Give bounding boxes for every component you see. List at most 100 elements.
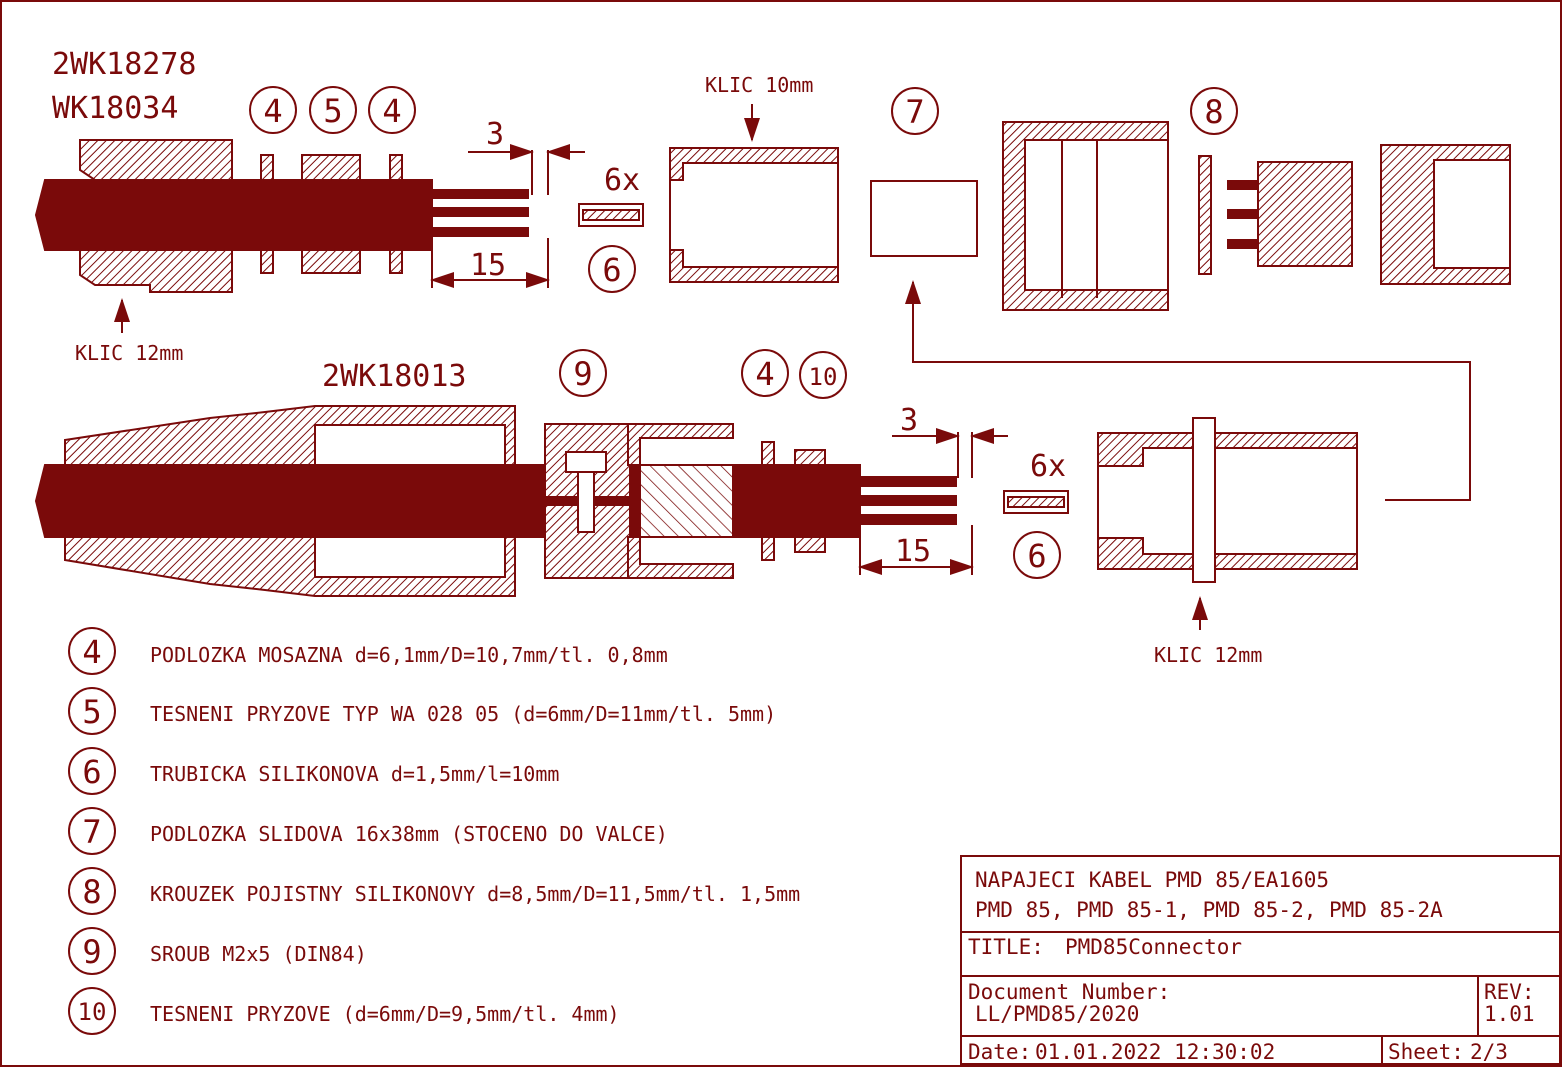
wire-top-3 bbox=[431, 227, 529, 237]
klic-12-top-label: KLIC 12mm bbox=[75, 341, 183, 365]
legend-num: 7 bbox=[82, 813, 101, 851]
klic-12-bottom-label: KLIC 12mm bbox=[1154, 643, 1262, 667]
rev-value: 1.01 bbox=[1484, 1002, 1535, 1026]
wire-top-2 bbox=[431, 207, 529, 217]
wire-bottom-3 bbox=[859, 514, 957, 525]
balloon-4-top-a-label: 4 bbox=[263, 92, 282, 130]
balloon-4-bottom-label: 4 bbox=[755, 355, 774, 393]
balloon-7 bbox=[891, 87, 939, 135]
balloon-5-top bbox=[309, 86, 357, 134]
legend-text: KROUZEK POJISTNY SILIKONOVY d=8,5mm/D=11… bbox=[150, 882, 800, 906]
balloon-8-label: 8 bbox=[1204, 93, 1223, 131]
part-number-top-b: WK18034 bbox=[52, 91, 178, 126]
title-block-frame bbox=[960, 855, 1561, 1065]
balloon-6-top-label: 6 bbox=[602, 251, 621, 289]
bulkhead-outline bbox=[1097, 432, 1358, 570]
part-number-top-a: 2WK18278 bbox=[52, 47, 197, 82]
legend-balloon bbox=[68, 927, 116, 975]
sleeve-10-upper bbox=[669, 147, 839, 181]
legend-item: 8 KROUZEK POJISTNY SILIKONOVY d=8,5mm/D=… bbox=[68, 867, 800, 915]
balloon-9-label: 9 bbox=[573, 355, 592, 393]
screw-9-head bbox=[565, 451, 607, 473]
mica-washer-7 bbox=[870, 180, 978, 257]
bulkhead-lower bbox=[1097, 537, 1358, 570]
part-number-bottom: 2WK18013 bbox=[322, 359, 467, 394]
bulkhead-flange bbox=[1192, 417, 1216, 583]
tube-6-top-inner bbox=[582, 209, 640, 221]
balloon-6-top bbox=[588, 245, 636, 293]
wire-top-1 bbox=[431, 189, 529, 199]
cable-bottom bbox=[34, 464, 861, 538]
balloon-4-top-a bbox=[249, 86, 297, 134]
legend-item: 4 PODLOZKA MOSAZNA d=6,1mm/D=10,7mm/tl. … bbox=[68, 627, 668, 675]
docnum-value: LL/PMD85/2020 bbox=[975, 1002, 1139, 1026]
pin-3 bbox=[1227, 239, 1259, 249]
balloon-4-top-b-label: 4 bbox=[382, 92, 401, 130]
date-value: 01.01.2022 12:30:02 bbox=[1035, 1040, 1275, 1064]
tube-6-bottom-inner bbox=[1007, 496, 1065, 508]
pin-2 bbox=[1227, 209, 1259, 219]
legend-item: 5 TESNENI PRYZOVE TYP WA 028 05 (d=6mm/D… bbox=[68, 687, 776, 735]
legend-balloon bbox=[68, 807, 116, 855]
docnum-label: Document Number: bbox=[968, 980, 1170, 1004]
sleeve-bottom-core bbox=[639, 464, 734, 538]
dim-15-top-label: 15 bbox=[470, 248, 506, 283]
qty-6x-bottom: 6x bbox=[1030, 449, 1066, 484]
legend: 4 PODLOZKA MOSAZNA d=6,1mm/D=10,7mm/tl. … bbox=[68, 627, 800, 1035]
legend-item: 9 SROUB M2x5 (DIN84) bbox=[68, 927, 367, 975]
legend-text: PODLOZKA MOSAZNA d=6,1mm/D=10,7mm/tl. 0,… bbox=[150, 643, 668, 667]
sheet-label: Sheet: bbox=[1388, 1040, 1464, 1064]
title-label: TITLE: bbox=[968, 935, 1044, 959]
balloon-4-bottom bbox=[741, 349, 789, 397]
end-cap-cavity bbox=[1433, 159, 1511, 269]
cable-through-washers bbox=[260, 179, 403, 251]
pin-1 bbox=[1227, 180, 1259, 190]
title-block: NAPAJECI KABEL PMD 85/EA1605 PMD 85, PMD… bbox=[960, 855, 1561, 1065]
title-value: PMD85Connector bbox=[1065, 935, 1242, 959]
legend-balloon bbox=[68, 627, 116, 675]
rev-label: REV: bbox=[1484, 980, 1535, 1004]
sleeve-10-outline bbox=[669, 147, 839, 283]
wire-bottom-2 bbox=[859, 495, 957, 506]
legend-balloon bbox=[68, 747, 116, 795]
balloon-4-top-b bbox=[368, 86, 416, 134]
dim-3-top-label: 3 bbox=[486, 117, 504, 152]
bulkhead-upper bbox=[1097, 432, 1358, 467]
legend-num: 10 bbox=[78, 998, 107, 1026]
sleeve-bottom-lower bbox=[627, 536, 734, 579]
balloon-10-bottom bbox=[799, 351, 847, 399]
strain-relief-cavity-upper bbox=[314, 424, 506, 466]
qty-6x-top: 6x bbox=[604, 163, 640, 198]
balloon-7-label: 7 bbox=[905, 93, 924, 131]
screw-9-shank bbox=[577, 471, 595, 533]
legend-num: 8 bbox=[82, 873, 101, 911]
balloon-6-bottom-label: 6 bbox=[1027, 537, 1046, 575]
balloon-10-bottom-label: 10 bbox=[809, 363, 838, 391]
legend-num: 9 bbox=[82, 933, 101, 971]
legend-item: 7 PODLOZKA SLIDOVA 16x38mm (STOCENO DO V… bbox=[68, 807, 668, 855]
legend-balloon bbox=[68, 867, 116, 915]
sheet-value: 2/3 bbox=[1470, 1040, 1508, 1064]
balloon-5-top-label: 5 bbox=[323, 92, 342, 130]
pin-insert bbox=[1257, 161, 1353, 267]
cable-through-bottom bbox=[761, 464, 826, 538]
legend-balloon bbox=[68, 987, 116, 1035]
dim-15-bottom-label: 15 bbox=[895, 534, 931, 569]
wire-bottom-1 bbox=[859, 476, 957, 487]
legend-text: SROUB M2x5 (DIN84) bbox=[150, 942, 367, 966]
legend-item: 10 TESNENI PRYZOVE (d=6mm/D=9,5mm/tl. 4m… bbox=[68, 987, 620, 1035]
gland-nut-top-upper bbox=[79, 139, 233, 181]
legend-item: 6 TRUBICKA SILIKONOVA d=1,5mm/l=10mm bbox=[68, 747, 559, 795]
legend-text: TRUBICKA SILIKONOVA d=1,5mm/l=10mm bbox=[150, 762, 559, 786]
dim-3-bottom-label: 3 bbox=[900, 403, 918, 438]
bottom-assembly: 2WK18013 9 4 10 3 bbox=[34, 349, 1358, 667]
balloon-9 bbox=[559, 349, 607, 397]
gland-nut-top-lower bbox=[79, 249, 233, 293]
legend-num: 4 bbox=[82, 633, 101, 671]
sleeve-bottom-upper bbox=[627, 423, 734, 466]
legend-num: 6 bbox=[82, 753, 101, 791]
legend-text: TESNENI PRYZOVE (d=6mm/D=9,5mm/tl. 4mm) bbox=[150, 1002, 620, 1026]
title-block-line-2: PMD 85, PMD 85-1, PMD 85-2, PMD 85-2A bbox=[975, 898, 1443, 922]
